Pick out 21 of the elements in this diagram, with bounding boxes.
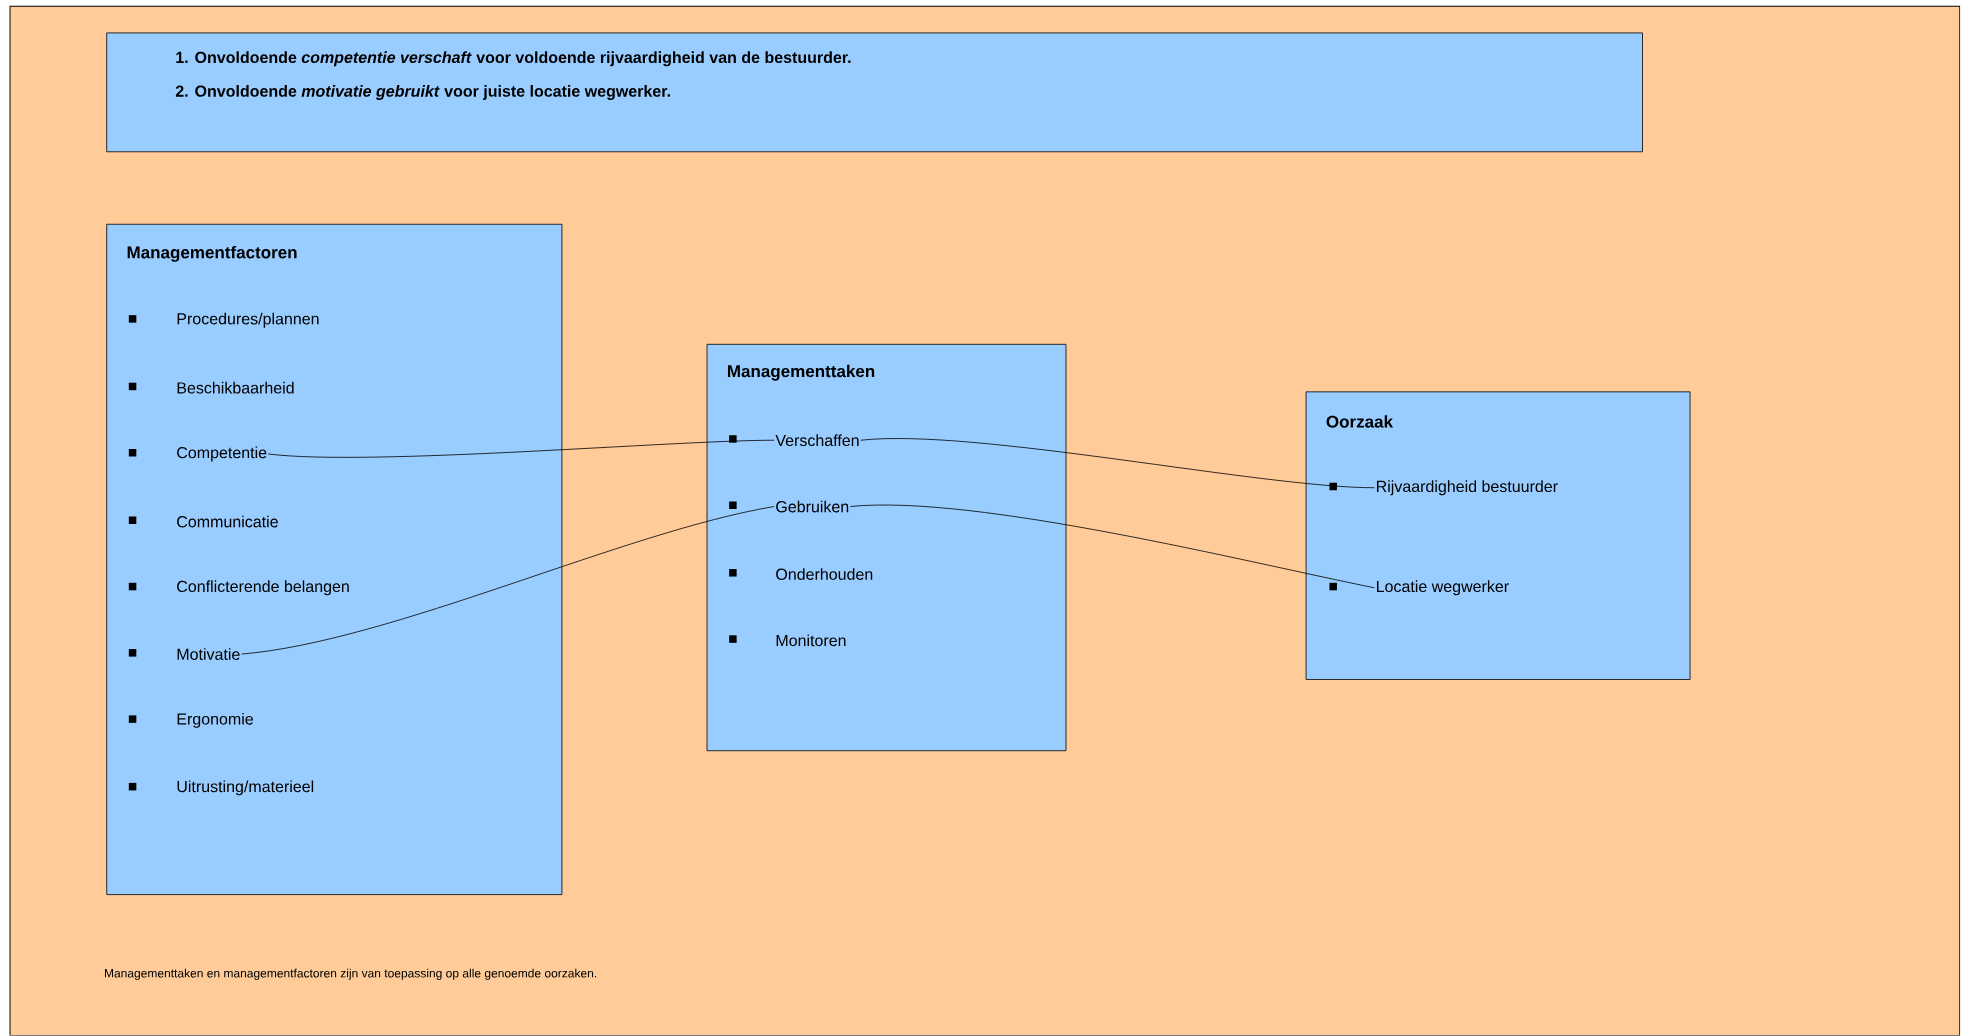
list-item: Onderhouden bbox=[776, 568, 873, 581]
connector-line bbox=[860, 438, 1375, 489]
connector-line bbox=[241, 506, 775, 655]
list-item: Ergonomie bbox=[177, 713, 253, 729]
list-item: Motivatie bbox=[177, 648, 240, 661]
list-item: Conflicterende belangen bbox=[177, 580, 349, 596]
connector-line bbox=[850, 504, 1375, 589]
list-item: Communicatie bbox=[177, 515, 278, 528]
list-item: Locatie wegwerker bbox=[1377, 580, 1509, 596]
list-item: Monitoren bbox=[776, 634, 846, 647]
numbered-line: 2. Onvoldoende motivatie gebruikt voor juiste locatie wegwerker. bbox=[175, 85, 670, 101]
list-item: Competentie bbox=[177, 446, 267, 462]
connector-line bbox=[267, 440, 775, 458]
list-item: Verschaffen bbox=[775, 434, 859, 447]
list-item: Rijvaardigheid bestuurder bbox=[1377, 480, 1558, 496]
list-item: Beschikbaarheid bbox=[177, 382, 294, 394]
list-item: Procedures/plannen bbox=[177, 312, 319, 328]
list-item: Gebruiken bbox=[776, 500, 849, 513]
list-item: Uitrusting/materieel bbox=[177, 780, 314, 796]
numbered-line: 1. Onvoldoende competentie verschaft voor voldoende rijvaardigheid van de bestuurder. bbox=[176, 51, 851, 67]
footnote-text: Managementtaken en managementfactoren zijn van toepassing op alle genoemde oorzaken. bbox=[105, 968, 597, 981]
